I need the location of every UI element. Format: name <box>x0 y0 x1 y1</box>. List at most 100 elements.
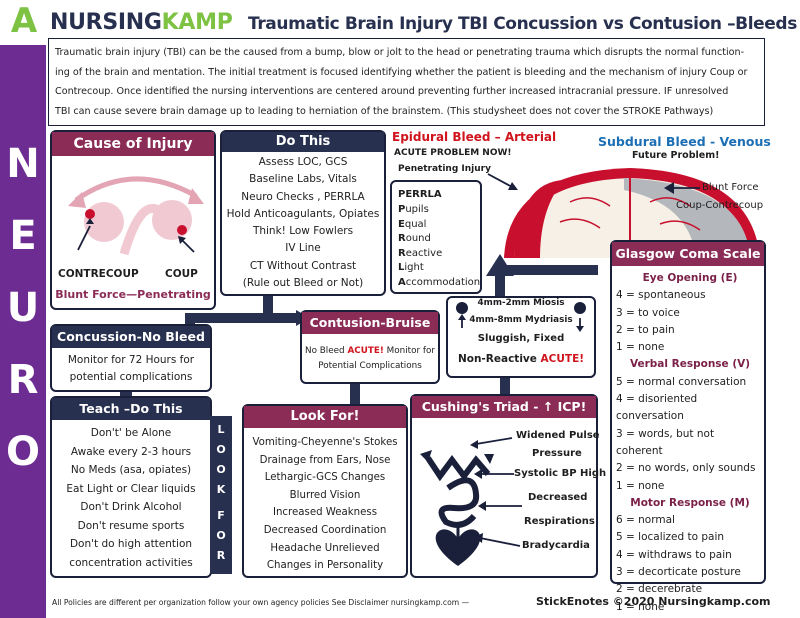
perrla-item: Round <box>398 233 431 244</box>
subdural-label2: Coup-Contrecoup <box>676 200 764 211</box>
head-impact-illustration <box>68 176 204 256</box>
brand-logo: A <box>10 1 38 41</box>
gcs-row: 2 = to pain <box>616 323 675 336</box>
gcs-row: 5 = localized to pain <box>616 531 725 544</box>
gcs-row: 6 = normal <box>616 514 675 527</box>
cushing-item: Decreased <box>528 492 588 503</box>
gcs-box <box>610 240 766 584</box>
list-item: CT Without Contrast <box>249 259 357 272</box>
list-item: IV Line <box>285 242 321 255</box>
brand-name: NURSINGKAMP <box>50 10 233 36</box>
neuro-letter: U <box>6 285 40 331</box>
list-item: Awake every 2-3 hours <box>70 445 192 458</box>
intro-line: Contrecoup. Once identified the nursing … <box>55 86 729 97</box>
gcs-row: 3 = to voice <box>616 306 680 319</box>
miosis-label: 4mm-2mm Miosis <box>477 298 565 308</box>
brain-section-illustration <box>504 168 760 258</box>
gcs-row: 5 = normal conversation <box>616 375 747 388</box>
mechanism-label: Blunt Force—Penetrating <box>55 288 211 301</box>
gcs-eye-title: Eye Opening (E) <box>642 272 738 284</box>
list-item: (Rule out Bleed or Not) <box>242 277 364 290</box>
intro-line: ing of the brain and mentation. The init… <box>55 66 748 78</box>
perrla-box: PERRLA Pupils Equal Round Reactive Light… <box>390 180 482 294</box>
list-item: Changes in Personality <box>266 560 384 572</box>
perrla-item: Reactive <box>398 247 443 259</box>
list-item: Don't Drink Alcohol <box>80 501 182 513</box>
list-item: Neuro Checks , PERRLA <box>241 190 365 203</box>
sluggish-label: Sluggish, Fixed <box>477 333 565 344</box>
list-item: Decreased Coordination <box>263 524 387 536</box>
subdural-label1: Blunt Force <box>702 182 759 193</box>
perrla-title: PERRLA <box>398 189 442 200</box>
contrecoup-label: CONTRECOUP <box>58 268 139 280</box>
cushing-illustration <box>420 450 494 566</box>
gcs-row: 4 = disoriented conversation <box>616 393 698 423</box>
list-item: Baseline Labs, Vitals <box>249 173 357 186</box>
list-item: Headache Unrelieved <box>270 542 380 554</box>
pupil-response-box <box>446 296 596 378</box>
gcs-content: Eye Opening (E) 4 = spontaneous 3 = to v… <box>616 270 764 616</box>
gcs-row: 1 = none <box>616 341 665 354</box>
concussion-header: Concussion-No Bleed <box>52 326 210 348</box>
look-for-list: Vomiting-Cheyenne's Stokes Drainage from… <box>244 434 406 575</box>
neuro-letter: N <box>6 141 40 187</box>
footer-disclaimer: All Policies are different per organizat… <box>52 598 470 607</box>
do-this-header: Do This <box>222 132 384 152</box>
teach-list: Don't' be Alone Awake every 2-3 hours No… <box>52 424 210 572</box>
gcs-row: 1 = none <box>616 600 665 613</box>
list-item: concentration activities <box>69 556 193 569</box>
neuro-letter: R <box>7 357 39 403</box>
cause-of-injury-header: Cause of Injury <box>52 132 214 156</box>
teach-box <box>50 396 212 578</box>
coup-label: COUP <box>165 268 198 280</box>
epidural-title: Epidural Bleed – Arterial <box>392 130 557 144</box>
list-item: Vomiting-Cheyenne's Stokes <box>252 437 398 448</box>
gcs-row: 2 = decerebrate <box>616 583 703 596</box>
list-item: Don't' be Alone <box>90 427 172 439</box>
contusion-text: No Bleed ACUTE! Monitor for Potential Co… <box>304 346 436 371</box>
perrla-item: Light <box>398 262 424 273</box>
gcs-row: 2 = no words, only sounds <box>616 462 756 475</box>
subdural-line1: Future Problem! <box>632 150 720 161</box>
gcs-header: Glasgow Coma Scale <box>612 242 764 266</box>
list-item: Think! Low Fowlers <box>252 225 354 238</box>
cushing-item: Widened Pulse <box>516 430 600 441</box>
nonreactive-label: Non-Reactive ACUTE! <box>457 353 585 365</box>
acute-flag: ACUTE! <box>540 353 585 365</box>
intro-line: Traumatic brain injury (TBI) can be the … <box>55 47 745 58</box>
cushing-item: Respirations <box>524 516 595 527</box>
look-for-box <box>242 404 408 578</box>
neuro-sidebar <box>0 45 46 618</box>
gcs-row: 4 = withdraws to pain <box>616 548 732 561</box>
gcs-verbal-title: Verbal Response (V) <box>629 358 751 371</box>
footer-credit: StickEnotes ©2020 Nursingkamp.com <box>536 595 771 608</box>
gcs-motor-title: Motor Response (M) <box>630 496 750 509</box>
cushing-header: Cushing's Triad - ↑ ICP! <box>412 396 596 418</box>
cushing-item: Bradycardia <box>522 540 590 551</box>
neuro-letter: O <box>5 429 40 475</box>
gcs-row: 3 = words, but not coherent <box>616 427 715 457</box>
concussion-text: Monitor for 72 Hours for potential compl… <box>67 354 195 383</box>
do-this-list: Assess LOC, GCS Baseline Labs, Vitals Ne… <box>222 154 384 292</box>
neuro-letter: E <box>9 213 37 259</box>
teach-header: Teach –Do This <box>52 398 210 420</box>
brand-name-part2: KAMP <box>161 10 233 35</box>
list-item: Lethargic-GCS Changes <box>264 472 386 484</box>
intro-box: Traumatic brain injury (TBI) can be the … <box>48 38 765 126</box>
epidural-line1: ACUTE PROBLEM NOW! <box>394 148 512 158</box>
perrla-item: Accommodation <box>398 276 481 288</box>
list-item: Increased Weakness <box>272 507 378 519</box>
gcs-row: 4 = spontaneous <box>616 289 706 302</box>
cushing-item: Systolic BP High <box>514 468 607 479</box>
list-item: Don't do high attention <box>69 538 193 550</box>
list-item: Eat Light or Clear liquids <box>66 482 196 495</box>
cushing-item: Pressure <box>532 448 582 459</box>
list-item: Blurred Vision <box>289 489 361 501</box>
epidural-line2: Penetrating Injury <box>398 164 491 174</box>
list-item: Drainage from Ears, Nose <box>259 454 391 466</box>
pupil-icons <box>456 302 586 332</box>
brand-name-part1: NURSING <box>50 10 162 35</box>
